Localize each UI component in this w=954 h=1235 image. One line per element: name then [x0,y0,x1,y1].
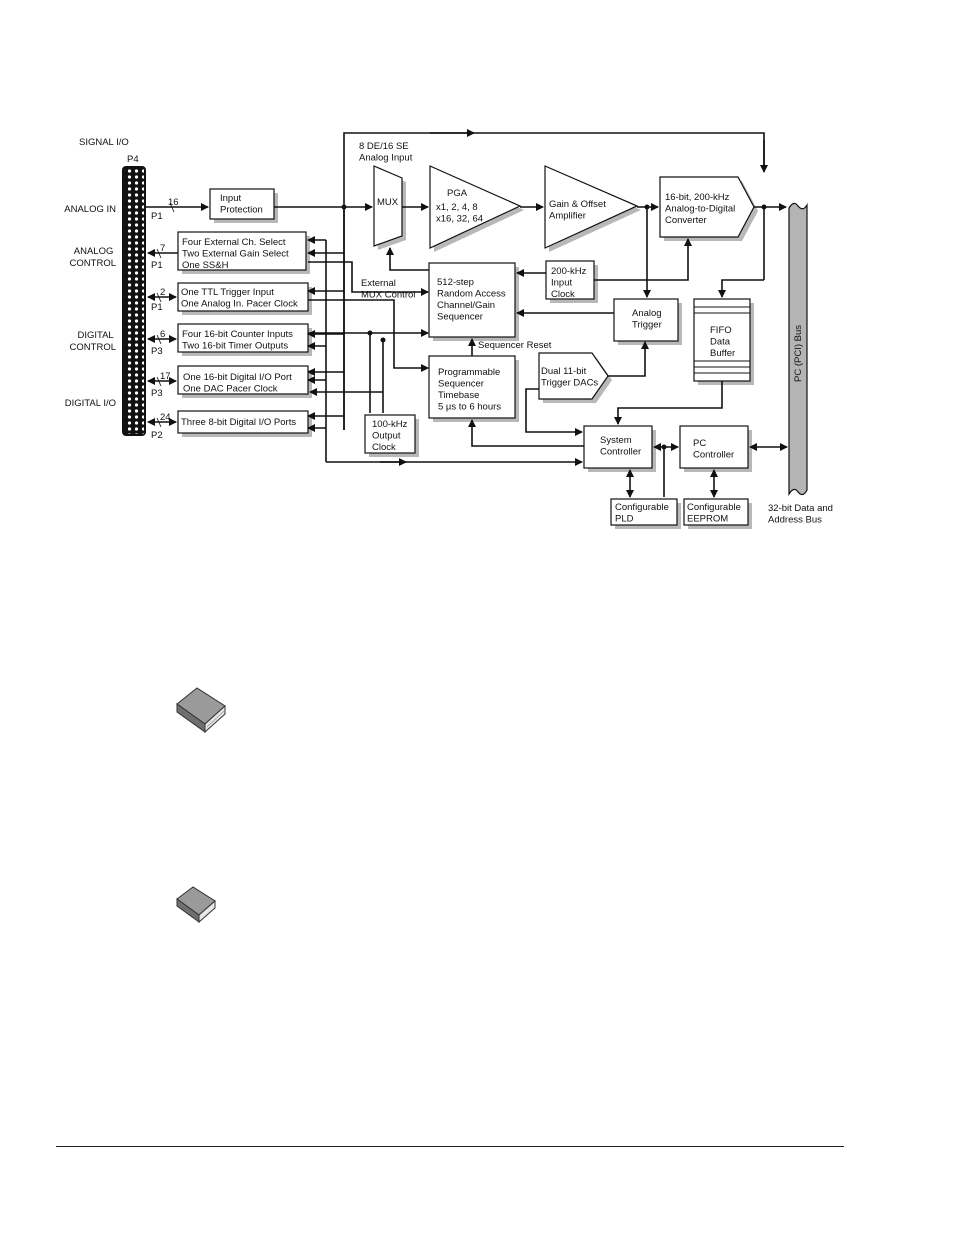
row-port-0: P1 [151,211,163,222]
row-label-digital-io: DIGITAL I/O [65,398,116,409]
mux-text: MUX [377,197,399,208]
digital-ports3-block: Three 8-bit Digital I/O Ports [177,410,312,437]
row-label-analog-control-line2: CONTROL [70,258,116,269]
reference-book-icon [176,687,226,734]
reference-book-icon [176,886,216,924]
footer-rule [56,1146,844,1147]
mux-block: MUX [373,165,406,250]
connector-label: P4 [127,154,139,165]
signal-io-section: SIGNAL I/O P4 ANALOG IN ANALOG CONTROL D… [64,137,209,441]
row-port-4: P3 [151,388,163,399]
pci-bus: PC (PCI) Bus [788,202,808,497]
pga-text: PGA [447,188,468,199]
row-count-2: 2 [160,287,165,298]
signal-io-header: SIGNAL I/O [79,137,129,148]
connections [274,129,788,498]
row-port-5: P2 [151,430,163,441]
digital-ports3-text: Three 8-bit Digital I/O Ports [181,417,296,428]
row-label-digital-control-line1: DIGITAL [77,330,113,341]
row-label-analog-in: ANALOG IN [64,204,116,215]
row-count-0: 16 [168,197,179,208]
row-count-1: 7 [160,243,165,254]
row-label-digital-control-line2: CONTROL [70,342,116,353]
seq-reset-text: Sequencer Reset [478,340,552,351]
row-port-3: P3 [151,346,163,357]
row-label-digital-control: DIGITAL CONTROL [70,330,116,353]
row-count-4: 17 [160,371,171,382]
row-port-1: P1 [151,260,163,271]
row-label-analog-control: ANALOG CONTROL [70,246,116,269]
row-label-analog-control-line1: ANALOG [74,246,114,257]
row-count-5: 24 [160,412,171,423]
row-port-2: P1 [151,302,163,313]
p4-connector [122,166,146,436]
row-count-3: 6 [160,329,165,340]
pci-bus-text: PC (PCI) Bus [793,325,804,382]
